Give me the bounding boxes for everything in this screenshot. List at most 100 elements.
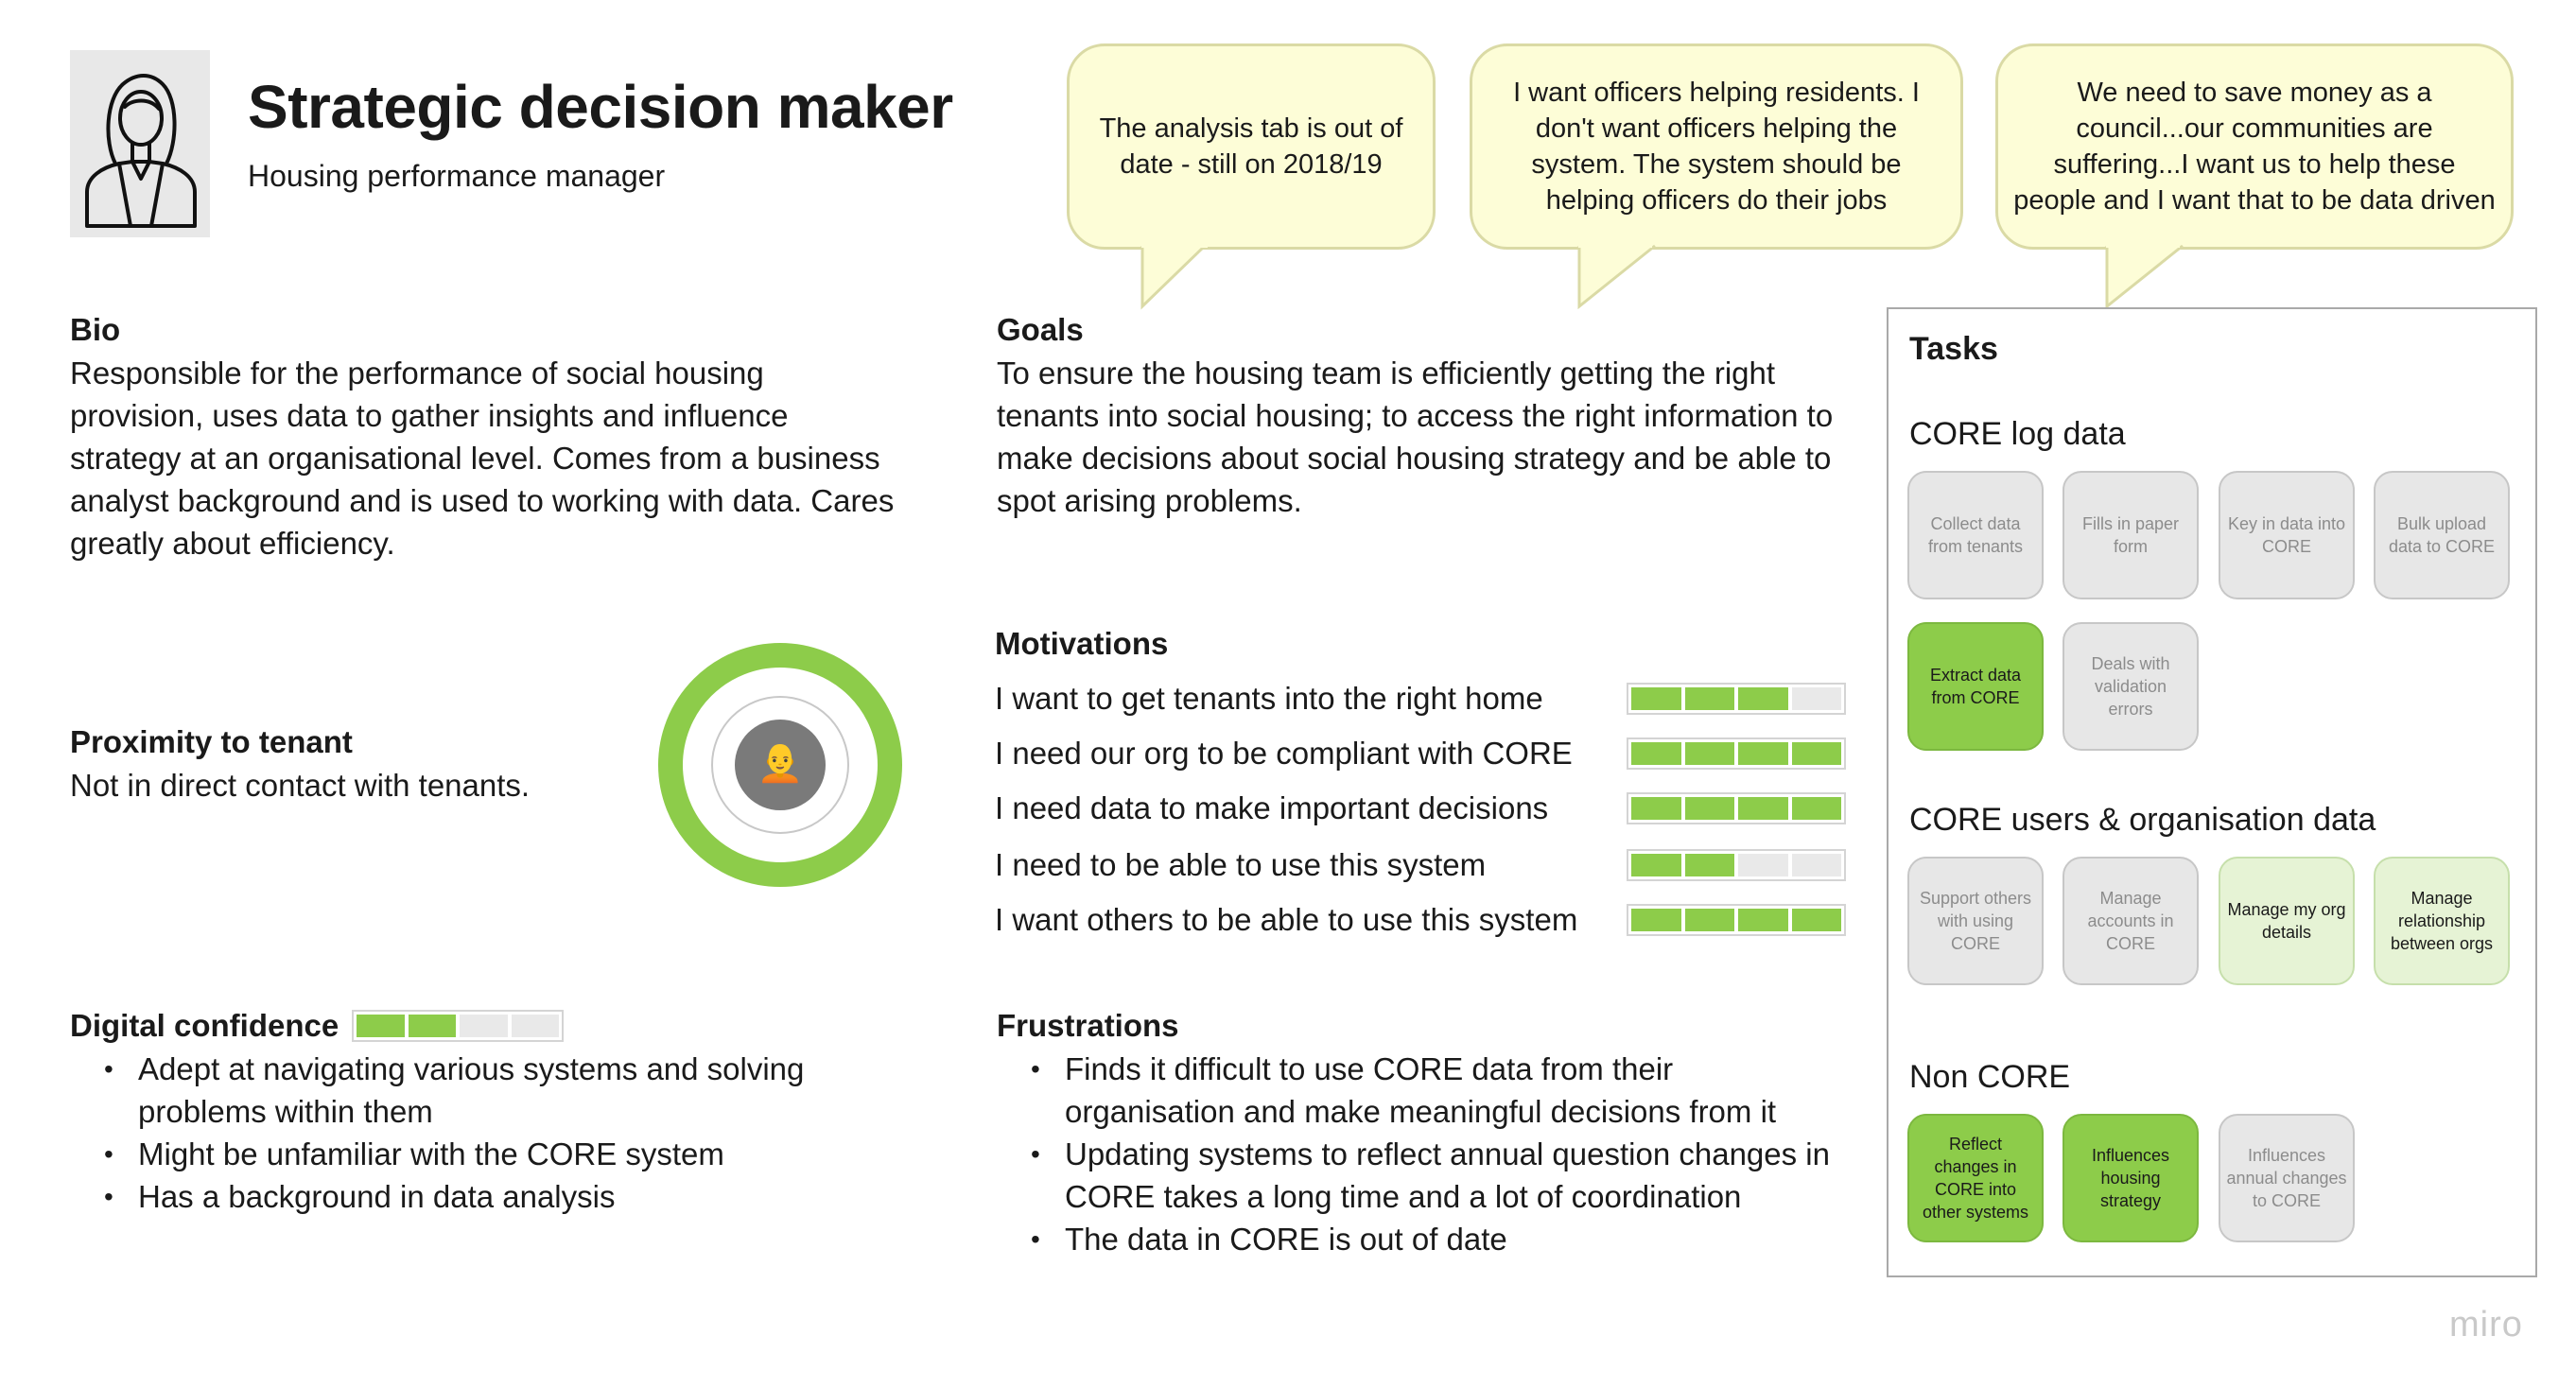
task-card-label: Reflect changes in CORE into other syste… [1922, 1135, 2029, 1222]
task-card-label: Influences annual changes to CORE [2226, 1146, 2347, 1210]
bar-segment-filled [1631, 797, 1681, 820]
task-card[interactable]: Manage relationship between orgs [2374, 857, 2510, 985]
motivation-label: I want to get tenants into the right hom… [995, 681, 1543, 716]
bar-segment-empty [1791, 854, 1841, 876]
goals-heading: Goals [997, 312, 1084, 347]
task-card-label: Collect data from tenants [1927, 514, 2024, 556]
proximity-heading: Proximity to tenant [70, 724, 353, 759]
quote-text: We need to save money as a council...our… [2013, 78, 2496, 216]
task-card-label: Key in data into CORE [2227, 514, 2346, 556]
task-card[interactable]: Support others with using CORE [1907, 857, 2044, 985]
center-circle [735, 720, 826, 810]
task-card[interactable]: Manage accounts in CORE [2063, 857, 2199, 985]
task-card-label: Fills in paper form [2081, 514, 2180, 556]
digital-confidence-heading: Digital confidence [70, 1008, 339, 1043]
task-card-label: Manage my org details [2227, 900, 2346, 942]
task-card[interactable]: Reflect changes in CORE into other syste… [1907, 1114, 2044, 1242]
motivation-label: I need to be able to use this system [995, 847, 1487, 882]
quote-bubble: The analysis tab is out of date - still … [1067, 43, 1436, 250]
bar-segment-filled [1738, 687, 1788, 710]
motivations-heading: Motivations [995, 626, 1169, 661]
task-card-label: Bulk upload data to CORE [2388, 514, 2496, 556]
bar-segment-filled [1684, 687, 1734, 710]
task-card-label: Manage relationship between orgs [2390, 889, 2494, 953]
bubble-tail [1140, 244, 1208, 310]
task-card[interactable]: Key in data into CORE [2219, 471, 2355, 599]
bar-segment-filled [1684, 742, 1734, 765]
digital-confidence-list: Adept at navigating various systems and … [70, 1048, 902, 1218]
motivation-bar [1627, 737, 1846, 770]
task-card[interactable]: Influences housing strategy [2063, 1114, 2199, 1242]
bar-segment-filled [357, 1015, 405, 1037]
persona-role: Housing performance manager [248, 159, 666, 193]
task-card-label: Influences housing strategy [2091, 1146, 2170, 1210]
bubble-tail [1577, 244, 1656, 310]
task-card[interactable]: Bulk upload data to CORE [2374, 471, 2510, 599]
bar-segment-filled [1738, 909, 1788, 931]
bar-segment-filled [1684, 797, 1734, 820]
bar-segment-filled [408, 1015, 456, 1037]
bio-heading: Bio [70, 312, 121, 347]
persona-avatar [70, 50, 210, 237]
bubble-tail [2105, 244, 2184, 310]
motivation-label: I want others to be able to use this sys… [995, 902, 1578, 937]
bar-segment-filled [1791, 797, 1841, 820]
task-card[interactable]: Manage my org details [2219, 857, 2355, 985]
task-card[interactable]: Deals with validation errors [2063, 622, 2199, 751]
bar-segment-filled [1738, 742, 1788, 765]
task-card[interactable]: Extract data from CORE [1907, 622, 2044, 751]
task-group-title: Non CORE [1909, 1059, 2071, 1095]
bar-segment-filled [1791, 909, 1841, 931]
bar-segment-filled [1631, 742, 1681, 765]
list-item: The data in CORE is out of date [997, 1218, 1848, 1260]
bar-segment-filled [1738, 797, 1788, 820]
task-card-label: Extract data from CORE [1929, 666, 2022, 707]
quote-text: I want officers helping residents. I don… [1513, 78, 1920, 216]
quote-bubble: We need to save money as a council...our… [1995, 43, 2514, 250]
frustrations-list: Finds it difficult to use CORE data from… [997, 1048, 1848, 1260]
woman-avatar-icon [85, 74, 197, 228]
tasks-heading: Tasks [1909, 331, 1998, 367]
task-card[interactable]: Collect data from tenants [1907, 471, 2044, 599]
bio-text: Responsible for the performance of socia… [70, 356, 895, 561]
list-item: Finds it difficult to use CORE data from… [997, 1048, 1848, 1133]
bar-segment-empty [1791, 687, 1841, 710]
bar-segment-empty [460, 1015, 508, 1037]
bar-segment-empty [511, 1015, 559, 1037]
outer-ring [658, 643, 902, 887]
task-card-label: Manage accounts in CORE [2087, 889, 2174, 953]
proximity-target [658, 643, 902, 887]
frustrations-heading: Frustrations [997, 1008, 1179, 1043]
motivation-bar [1627, 792, 1846, 824]
motivation-bar [1627, 849, 1846, 881]
bar-segment-filled [1631, 854, 1681, 876]
list-item: Has a background in data analysis [70, 1175, 902, 1218]
task-group-title: CORE log data [1909, 416, 2126, 452]
task-card-label: Support others with using CORE [1919, 889, 2032, 953]
digital-confidence-bar [352, 1010, 564, 1042]
list-item: Might be unfamiliar with the CORE system [70, 1133, 902, 1175]
list-item: Adept at navigating various systems and … [70, 1048, 902, 1133]
motivation-bar [1627, 683, 1846, 715]
quote-text: The analysis tab is out of date - still … [1099, 113, 1403, 180]
bar-segment-filled [1791, 742, 1841, 765]
middle-ring [711, 696, 849, 834]
task-group-title: CORE users & organisation data [1909, 802, 2376, 838]
person-emoji-icon: 🧑‍🦲 [757, 742, 804, 784]
list-item: Updating systems to reflect annual quest… [997, 1133, 1848, 1218]
proximity-text: Not in direct contact with tenants. [70, 768, 531, 803]
bar-segment-empty [1738, 854, 1788, 876]
quote-bubble: I want officers helping residents. I don… [1470, 43, 1963, 250]
bar-segment-filled [1684, 854, 1734, 876]
page-title: Strategic decision maker [248, 73, 953, 141]
bar-segment-filled [1631, 687, 1681, 710]
motivation-bar [1627, 904, 1846, 936]
miro-logo: miro [2449, 1305, 2523, 1345]
task-card[interactable]: Fills in paper form [2063, 471, 2199, 599]
task-card[interactable]: Influences annual changes to CORE [2219, 1114, 2355, 1242]
bar-segment-filled [1684, 909, 1734, 931]
motivation-label: I need our org to be compliant with CORE [995, 736, 1573, 771]
goals-text: To ensure the housing team is efficientl… [997, 356, 1834, 518]
motivation-label: I need data to make important decisions [995, 790, 1549, 825]
task-card-label: Deals with validation errors [2091, 654, 2170, 719]
